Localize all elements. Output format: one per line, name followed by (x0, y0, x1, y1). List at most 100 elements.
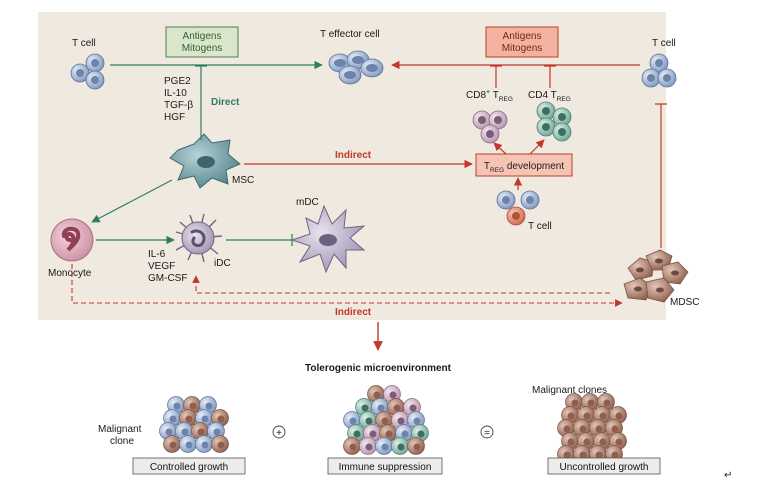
cell-nucleus (373, 391, 381, 399)
return-mark: ↵ (724, 470, 732, 481)
cell-nucleus (349, 417, 357, 425)
antigens-label-green: Antigens (183, 31, 222, 42)
malignant-clone-cluster-left (159, 396, 229, 453)
cd8-treg-cluster (472, 110, 508, 144)
cd4-inhibition-line (544, 65, 556, 88)
cell-nucleus (409, 404, 417, 412)
antigens-label-red: Antigens (503, 31, 542, 42)
cell-nucleus (567, 438, 575, 446)
malignant-clone-label-line1: Malignant (98, 424, 142, 435)
tolerogenic-microenvironment-title: Tolerogenic microenvironment (305, 363, 452, 374)
direct-label: Direct (211, 97, 240, 108)
cd8-inhibition-line (490, 65, 502, 88)
indirect-label-bottom: Indirect (335, 307, 372, 318)
antigens-mitogens-box-red (485, 26, 559, 58)
dashed-mdsc-to-idc (192, 275, 610, 294)
treg-development-label: TREG development (484, 161, 564, 174)
arrow-treg-to-cd4 (529, 139, 545, 155)
svg-text:+: + (276, 428, 282, 439)
cell-nucleus (217, 441, 225, 449)
cell-nucleus (189, 402, 197, 410)
cd4-treg-cluster (536, 101, 572, 142)
cell-nucleus (595, 451, 603, 459)
malignant-clones-label: Malignant clones (532, 385, 607, 396)
cell-nucleus (389, 391, 397, 399)
uncontrolled-growth-box (547, 457, 661, 475)
cell-nucleus (567, 412, 575, 420)
cell-nucleus (563, 425, 571, 433)
cell-nucleus (201, 415, 209, 423)
cell-nucleus (417, 430, 425, 438)
uncontrolled-growth-label: Uncontrolled growth (560, 462, 649, 473)
mdc-cell-icon (290, 204, 366, 274)
cell-nucleus (583, 438, 591, 446)
cell-nucleus (169, 441, 177, 449)
malignant-clone-label-line2: clone (110, 436, 134, 447)
t-cell-label-left: T cell (72, 38, 96, 49)
il10-label: IL-10 (164, 88, 187, 99)
cell-nucleus (401, 430, 409, 438)
cell-nucleus (349, 443, 357, 451)
cell-nucleus (369, 430, 377, 438)
cell-nucleus (397, 417, 405, 425)
arrows (71, 60, 667, 351)
cell-nucleus (173, 402, 181, 410)
cell-nucleus (599, 438, 607, 446)
idc-label: iDC (214, 258, 231, 269)
cell-nucleus (595, 425, 603, 433)
direct-inhibition-line (195, 65, 207, 140)
cell-nucleus (611, 451, 619, 459)
immune-suppression-label: Immune suppression (339, 462, 432, 473)
t-cell-label-right: T cell (652, 38, 676, 49)
t-cell-label-bottom: T cell (528, 221, 552, 232)
cd8-treg-label: CD8+ TREG (466, 89, 513, 103)
cell-nucleus (611, 425, 619, 433)
mdsc-inhibition-line (655, 103, 667, 248)
monocyte-cell-icon (50, 218, 94, 262)
msc-label: MSC (232, 175, 254, 186)
t-effector-cell-cluster (328, 50, 384, 85)
t-cell-cluster-left (70, 53, 105, 90)
antigens-mitogens-box-green (165, 26, 239, 58)
equals-sign: = (480, 425, 494, 439)
mdc-label: mDC (296, 197, 319, 208)
cell-nucleus (615, 438, 623, 446)
cell-nucleus (579, 425, 587, 433)
mdsc-label: MDSC (670, 297, 699, 308)
cell-nucleus (393, 404, 401, 412)
cell-nucleus (397, 443, 405, 451)
cell-nucleus (599, 412, 607, 420)
cell-nucleus (165, 428, 173, 436)
cell-nucleus (587, 399, 595, 407)
cell-nucleus (563, 451, 571, 459)
cell-nucleus (377, 404, 385, 412)
hgf-label: HGF (164, 112, 185, 123)
cell-nucleus (579, 451, 587, 459)
t-cell-cluster-bottom (496, 190, 540, 226)
mitogens-label-red: Mitogens (502, 43, 543, 54)
cell-nucleus (571, 399, 579, 407)
immune-suppression-box (327, 457, 443, 475)
mdsc-cell-cluster (623, 249, 689, 303)
mitogens-label-green: Mitogens (182, 43, 223, 54)
indirect-label-top: Indirect (335, 150, 372, 161)
monocyte-label: Monocyte (48, 268, 92, 279)
gmcsf-label: GM-CSF (148, 273, 187, 284)
tgf-beta-label: TGF-β (164, 100, 193, 111)
controlled-growth-box (132, 457, 246, 475)
arrow-msc-to-monocyte (91, 179, 173, 223)
cell-nucleus (385, 430, 393, 438)
cell-nucleus (615, 412, 623, 420)
uncontrolled-growth-cluster (557, 393, 627, 463)
idc-cell-icon (175, 213, 223, 263)
controlled-growth-label: Controlled growth (150, 462, 228, 473)
cell-nucleus (213, 428, 221, 436)
t-effector-cell-label: T effector cell (320, 29, 380, 40)
cell-nucleus (205, 402, 213, 410)
pge2-label: PGE2 (164, 76, 191, 87)
treg-development-box (475, 153, 573, 177)
cell-nucleus (217, 415, 225, 423)
plus-sign: + (272, 425, 286, 439)
il6-label: IL-6 (148, 249, 166, 260)
